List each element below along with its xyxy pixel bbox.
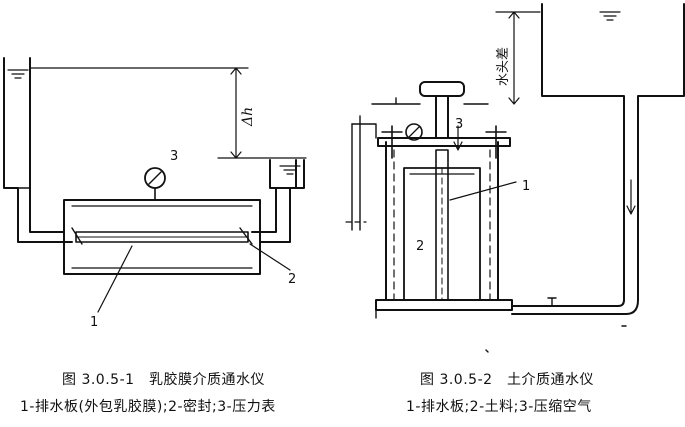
caption-title-right: 图 3.0.5-2 土介质通水仪 (420, 372, 595, 388)
membrane-chamber (63, 199, 261, 275)
right-low-reservoir (269, 159, 297, 189)
caption-legend-right: 1-排水板;2-土料;3-压缩空气 (406, 399, 592, 415)
label-1-left: 1 (90, 315, 98, 330)
base-plate (375, 299, 513, 311)
water-level-left (7, 69, 29, 79)
label-1-right: 1 (522, 179, 530, 194)
top-flange (377, 137, 511, 147)
caption-legend-left: 1-排水板(外包乳胶膜);2-密封;3-压力表 (20, 399, 276, 415)
latex-membrane-apparatus (3, 57, 307, 313)
outer-cylinder (385, 141, 499, 301)
supply-pipe (511, 299, 639, 315)
label-3-left: 3 (170, 149, 178, 164)
water-level-tall (599, 11, 621, 21)
label-2-right: 2 (416, 239, 424, 254)
left-high-reservoir-wall (29, 57, 65, 233)
side-pipe (351, 115, 361, 231)
label-3-right: 3 (455, 117, 463, 132)
right-tall-reservoir (541, 3, 685, 301)
left-high-reservoir (3, 57, 73, 243)
pressure-gauge-right (405, 123, 423, 141)
head-diff-dimension-right (495, 11, 541, 105)
label-2-left: 2 (288, 272, 296, 287)
label-head-diff-right: 水头差 (496, 47, 511, 86)
head-diff-dimension-left (29, 67, 307, 159)
caption-title-left: 图 3.0.5-1 乳胶膜介质通水仪 (62, 372, 266, 388)
label-head-diff-left: Δh (240, 107, 256, 127)
water-level-right (279, 165, 301, 175)
outlet-pipe (251, 187, 291, 243)
top-cap (419, 81, 465, 97)
seal-left (71, 227, 253, 245)
soil-medium-apparatus (345, 3, 685, 353)
